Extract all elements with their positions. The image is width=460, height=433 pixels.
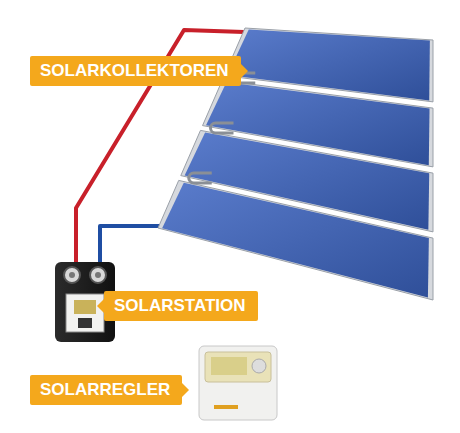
tag-point — [240, 63, 248, 79]
label-tag: SOLARSTATION — [104, 291, 258, 321]
tag-point — [181, 382, 189, 398]
collector-frame — [158, 180, 433, 300]
solar-controller-unit — [199, 346, 277, 420]
panel-connector — [189, 173, 212, 183]
return-pipe — [100, 226, 162, 262]
label-tag: SOLARREGLER — [30, 375, 182, 405]
tag-point — [97, 298, 105, 314]
collector-panel — [162, 183, 429, 298]
panel-connector — [211, 123, 234, 133]
tag-text: SOLARKOLLEKTOREN — [40, 61, 229, 81]
tag-text: SOLARREGLER — [40, 380, 170, 400]
label-tag: SOLARKOLLEKTOREN — [30, 56, 241, 86]
tag-text: SOLARSTATION — [114, 296, 246, 316]
